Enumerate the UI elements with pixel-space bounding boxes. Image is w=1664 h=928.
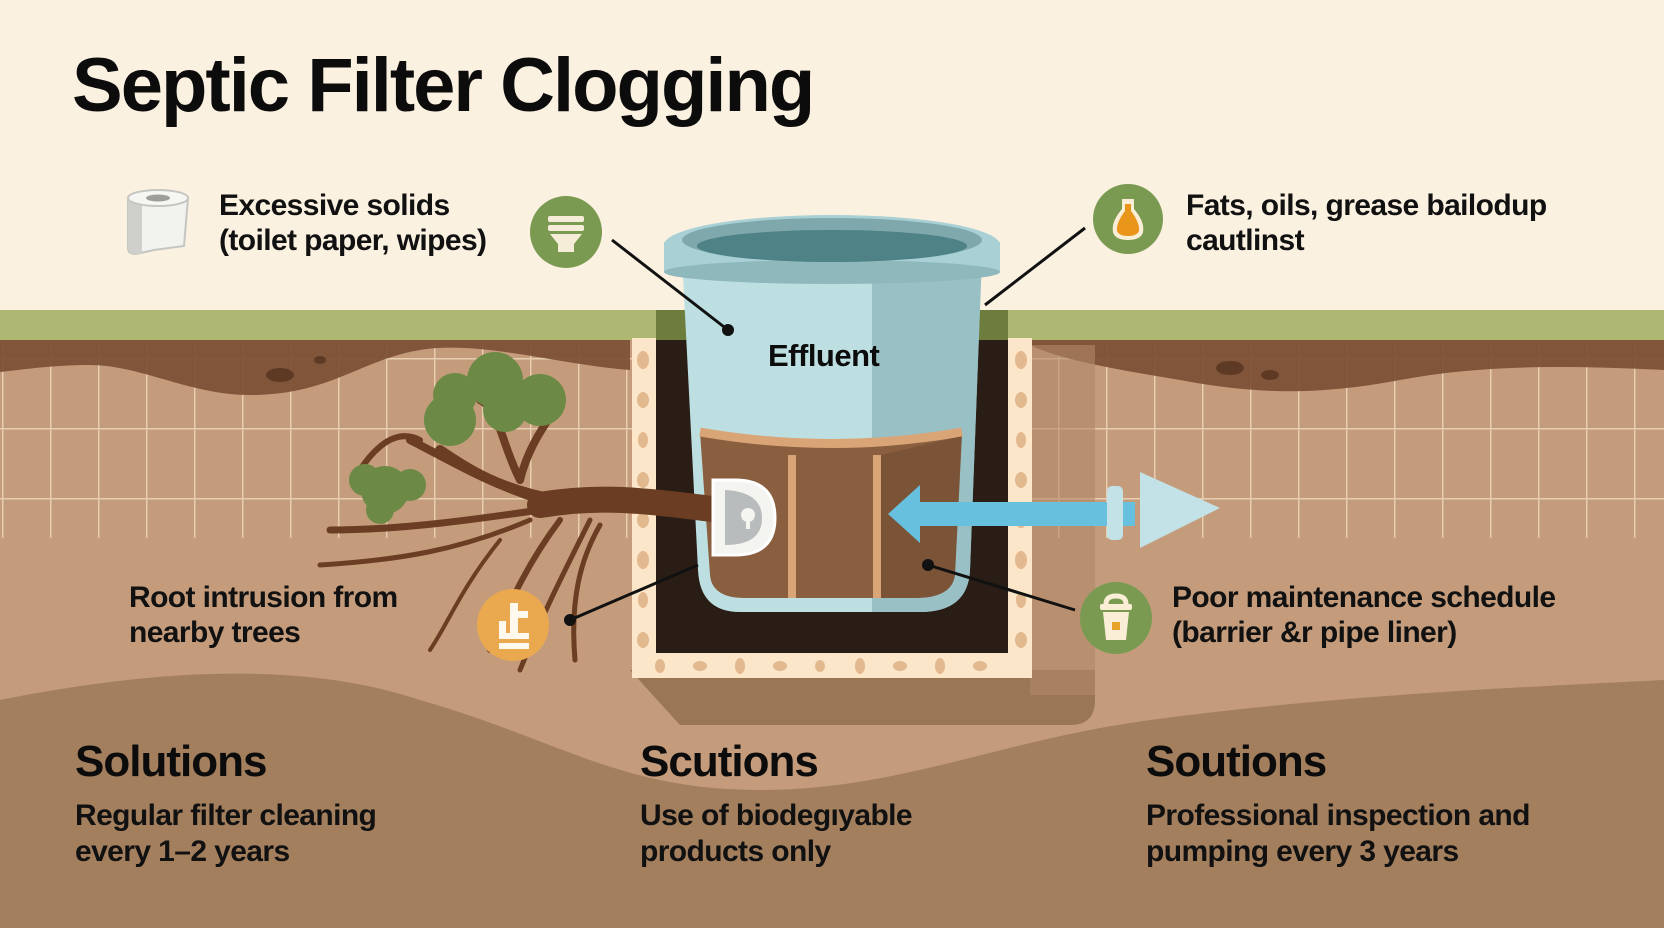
toilet-paper-icon bbox=[127, 189, 190, 256]
solution-biodegradable: Scutions Use of biodegıyable products on… bbox=[640, 737, 913, 870]
effluent-label: Effluent bbox=[768, 338, 880, 373]
root-barrier-icon bbox=[477, 589, 549, 661]
oil-bottle-icon bbox=[1093, 184, 1163, 254]
cause-line: Poor maintenance schedule bbox=[1172, 581, 1556, 614]
cause-fats-oils-grease: Fats, oils, grease bailodup cautlinst bbox=[1186, 188, 1547, 258]
solution-text: pumping every 3 years bbox=[1146, 835, 1459, 868]
solution-professional-inspection: Soutions Professional inspection and pum… bbox=[1146, 740, 1530, 870]
tree-roots bbox=[317, 396, 733, 673]
page-title: Septic Filter Clogging bbox=[72, 43, 815, 128]
solution-text: Use of biodegıyable bbox=[640, 799, 913, 832]
solution-heading: Soutions bbox=[1146, 737, 1327, 786]
water-surface bbox=[697, 230, 967, 262]
flow-arrow bbox=[888, 472, 1220, 548]
cause-line: cautlinst bbox=[1186, 224, 1305, 257]
solution-text: Regular filter cleaning bbox=[75, 799, 377, 832]
deep-soil bbox=[0, 673, 1664, 928]
bucket-icon bbox=[1080, 582, 1152, 654]
cause-root-intrusion: Root intrusion from nearby trees bbox=[129, 580, 398, 650]
cause-excessive-solids: Excessive solids (toilet paper, wipes) bbox=[219, 188, 487, 258]
solution-text: products only bbox=[640, 835, 831, 868]
tree-canopy bbox=[349, 352, 566, 524]
cause-line: Root intrusion from bbox=[129, 581, 398, 614]
solution-text: every 1–2 years bbox=[75, 835, 290, 868]
solution-heading: Solutions bbox=[75, 737, 267, 786]
cause-line: (toilet paper, wipes) bbox=[219, 224, 487, 257]
cause-line: Fats, oils, grease bailodup bbox=[1186, 189, 1547, 222]
cause-line: (barrier &r pipe liner) bbox=[1172, 616, 1457, 649]
cause-poor-maintenance: Poor maintenance schedule (barrier &r pi… bbox=[1172, 580, 1556, 650]
toilet-icon bbox=[530, 196, 602, 268]
solution-filter-cleaning: Solutions Regular filter cleaning every … bbox=[75, 737, 377, 870]
solution-heading: Scutions bbox=[640, 737, 819, 786]
cause-line: Excessive solids bbox=[219, 189, 450, 222]
cause-line: nearby trees bbox=[129, 616, 301, 649]
solution-text: Professional inspection and bbox=[1146, 799, 1530, 832]
filter-section bbox=[700, 432, 962, 598]
